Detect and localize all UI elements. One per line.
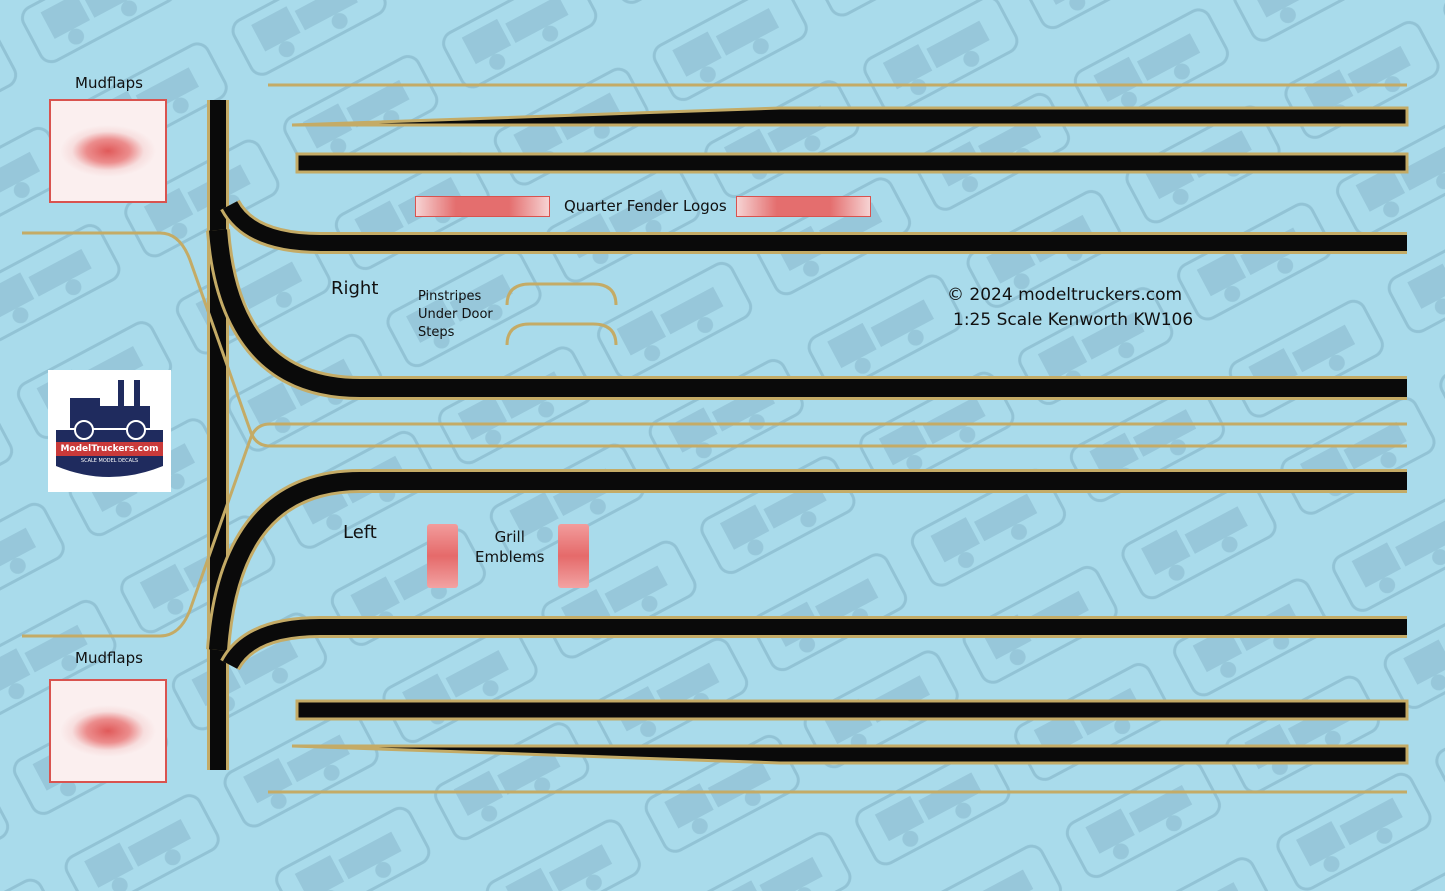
grill-emblems-label: Grill Emblems [475,527,544,567]
truck-icon [56,380,163,477]
left-label: Left [343,522,377,543]
quarter-fender-logo-right [736,196,871,217]
brand-logo: ModelTruckers.com SCALE MODEL DECALS [48,370,171,492]
left-pinstripe [22,231,340,448]
pinstripes-label-line2: Under Door [418,307,493,322]
top-straight-stripe [295,152,1409,174]
door-step-pinstripe-2 [505,322,618,346]
pinstripes-label-line3: Steps [418,325,455,340]
logo-tagline: SCALE MODEL DECALS [80,458,139,464]
pinstripes-label: Pinstripes Under Door Steps [418,288,493,342]
logo-brand-text: ModelTruckers.com [60,444,159,454]
door-step-pinstripe-1 [505,282,618,306]
bottom-tapered-stripe [291,744,1409,765]
mudflaps-top-label: Mudflaps [75,74,143,92]
top-tapered-stripe [291,106,1409,127]
grill-emblem-right [558,524,589,588]
grill-label-line1: Grill [494,528,525,546]
grill-label-line2: Emblems [475,548,545,566]
mudflaps-bottom-label: Mudflaps [75,649,143,667]
quarter-fender-logo-left [415,196,550,217]
quarter-fender-label: Quarter Fender Logos [564,197,727,215]
right-label: Right [331,278,379,299]
bottom-straight-stripe [295,699,1409,721]
grill-emblem-left [427,524,458,588]
scale-text: 1:25 Scale Kenworth KW106 [953,310,1194,330]
copyright-text: © 2024 modeltruckers.com [947,285,1183,305]
mudflap-top [49,99,167,203]
pinstripes-label-line1: Pinstripes [418,289,482,304]
mudflap-bottom [49,679,167,783]
